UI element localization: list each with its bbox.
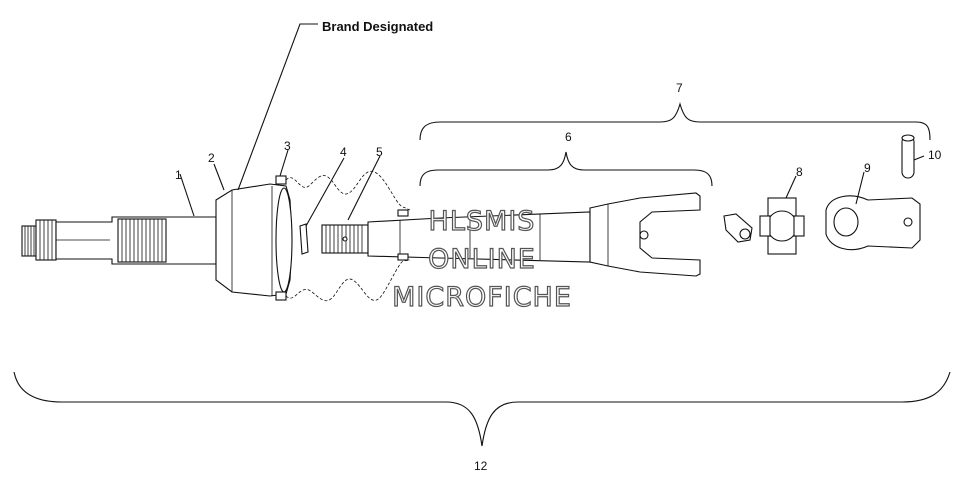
callout-3: 3 (284, 139, 291, 153)
watermark-line-1: HLSMIS (429, 206, 536, 237)
callout-9: 9 (864, 161, 871, 175)
inner-shaft (321, 192, 701, 277)
callout-8: 8 (796, 165, 803, 179)
bracket-6 (419, 151, 713, 187)
snap-ring (299, 223, 309, 255)
leader-lines (179, 23, 925, 227)
callout-7: 7 (676, 81, 683, 95)
cv-joint-housing (215, 175, 293, 301)
callout-5: 5 (376, 145, 383, 159)
outer-shaft (21, 216, 217, 265)
callout-12: 12 (474, 459, 488, 473)
flange-yoke (825, 195, 921, 251)
grease-fitting (723, 213, 753, 243)
phantom-lines (285, 170, 411, 302)
pin (901, 134, 915, 179)
watermark-line-3: MICROFICHE (392, 282, 572, 313)
u-joint-cross (759, 197, 805, 255)
callout-10: 10 (928, 148, 942, 162)
bracket-12 (13, 371, 951, 447)
callout-4: 4 (340, 145, 347, 159)
brand-designated-label: Brand Designated (322, 19, 433, 34)
callout-1: 1 (175, 168, 182, 182)
callout-2: 2 (208, 151, 215, 165)
bracket-7 (419, 101, 931, 141)
watermark-line-2: ONLINE (428, 244, 536, 275)
callout-6: 6 (565, 130, 572, 144)
